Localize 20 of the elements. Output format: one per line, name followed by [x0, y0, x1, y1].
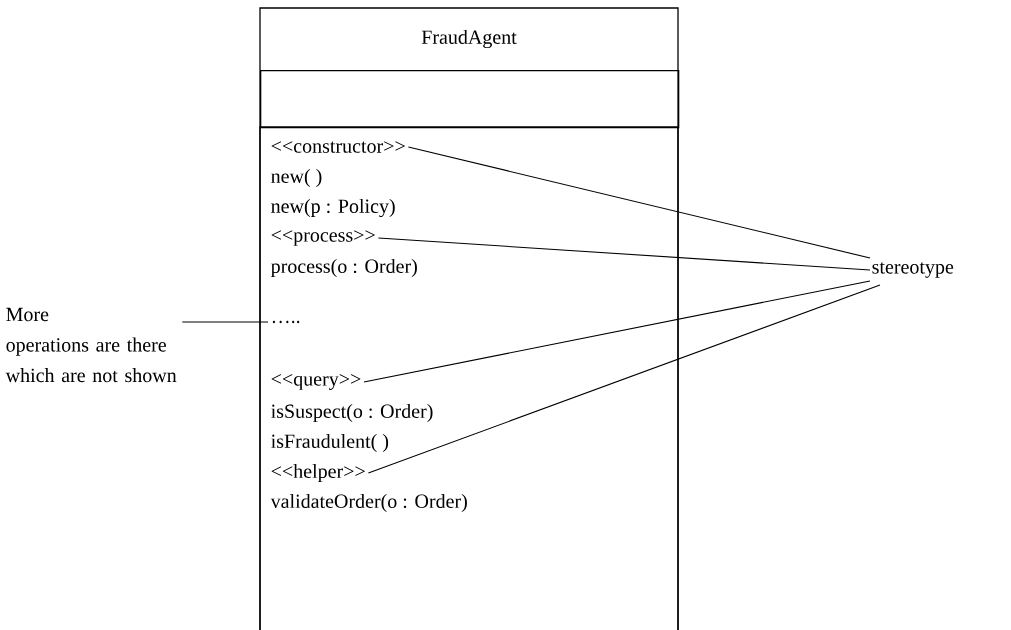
leader-line — [363, 280, 871, 383]
leader-line — [407, 146, 871, 259]
operation-text: new(p : Policy) — [271, 198, 395, 218]
leader-line — [377, 237, 871, 271]
operation-text: isSuspect(o : Order) — [271, 403, 433, 423]
operation-text: isFraudulent( ) — [271, 433, 389, 453]
ellipsis-text: ….. — [272, 320, 300, 324]
annotation-text: More operations are there which are not shown — [5, 307, 177, 383]
operation-text: validateOrder(o : Order) — [270, 493, 467, 513]
annotation-text: stereotype — [872, 262, 954, 278]
stereotype-text: <<process>> — [271, 230, 375, 246]
attribute-compartment — [260, 70, 680, 129]
stereotype-text: <<helper>> — [271, 463, 365, 483]
operation-text: new( ) — [271, 168, 322, 188]
leader-line — [367, 284, 881, 474]
stereotype-text: <<query>> — [271, 374, 361, 390]
operation-compartment — [259, 126, 679, 630]
leader-line — [181, 321, 269, 323]
stereotype-text: <<constructor>> — [271, 141, 405, 153]
operation-text: process(o : Order) — [271, 258, 417, 278]
